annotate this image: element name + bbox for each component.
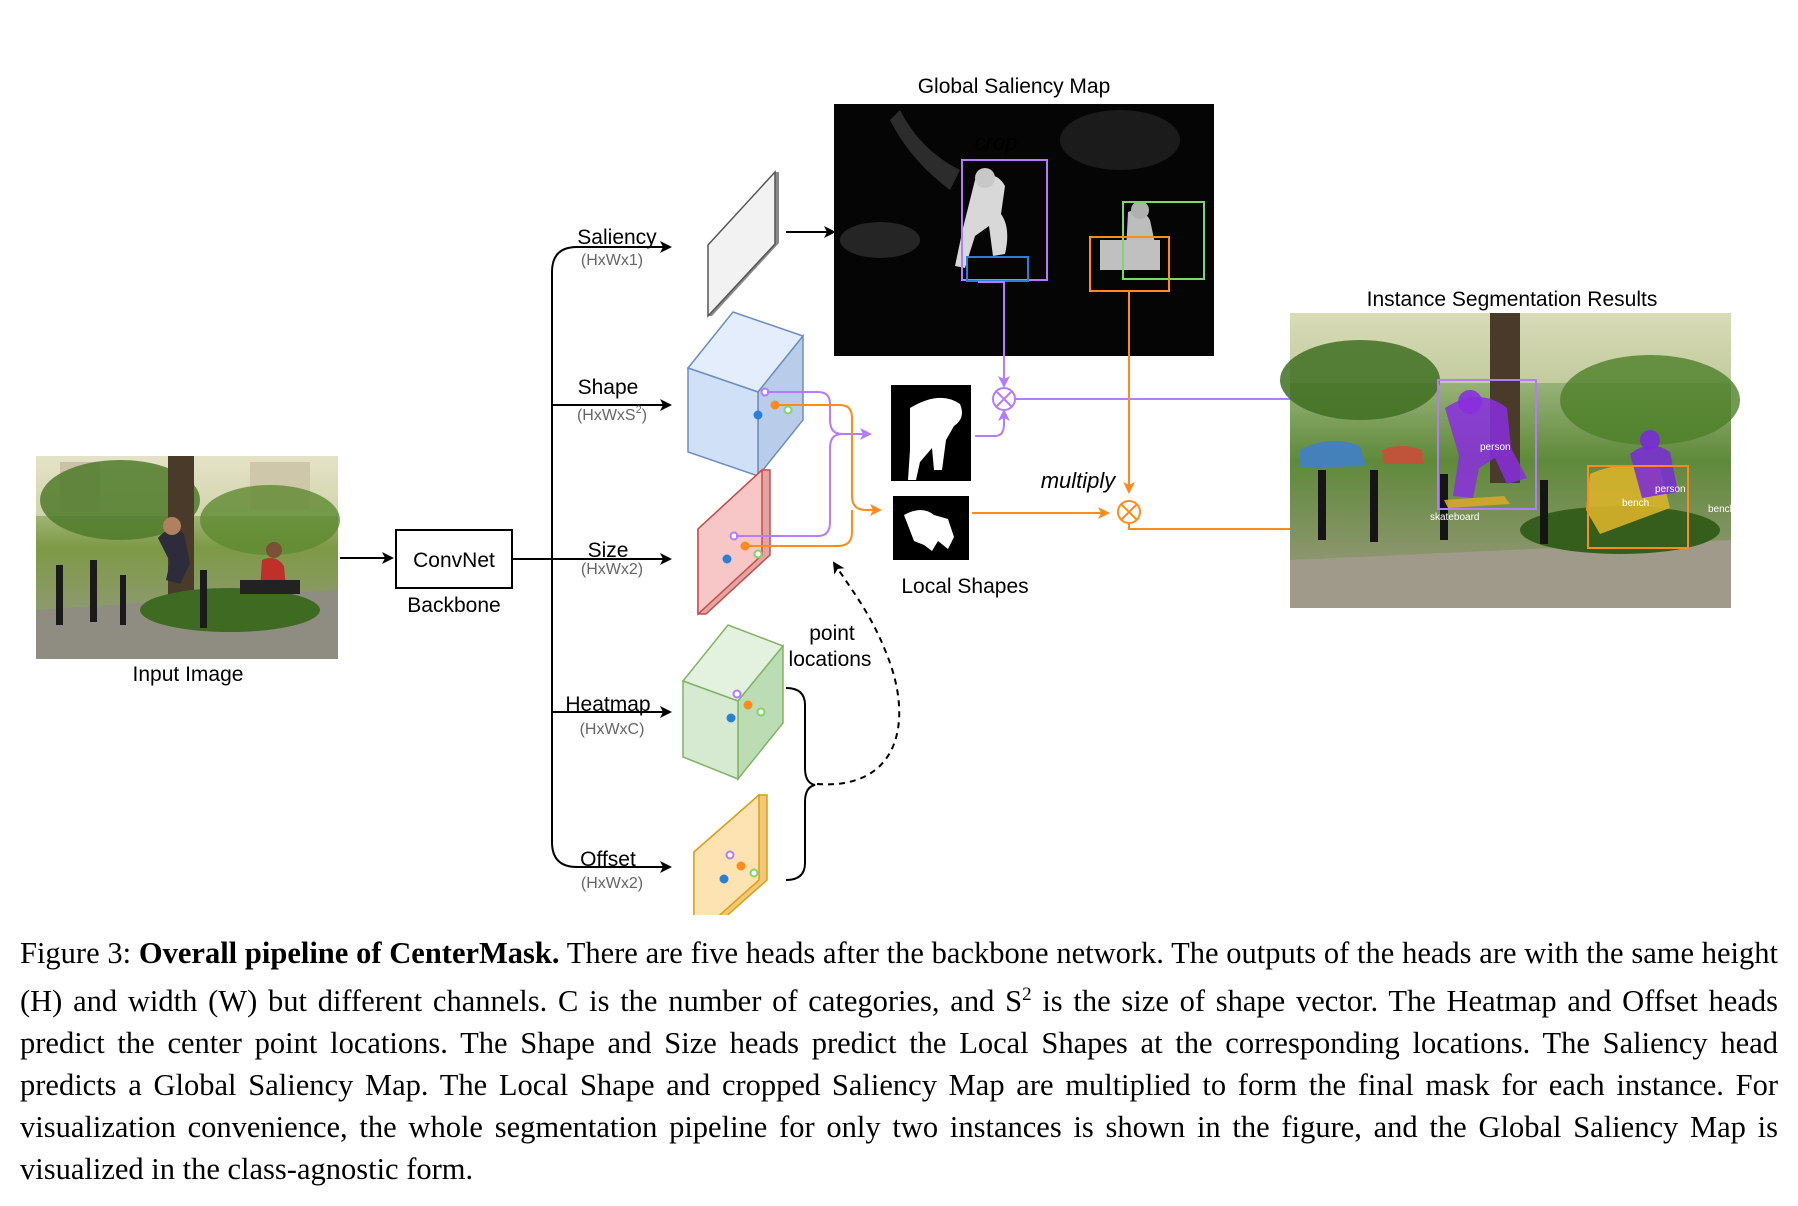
- size-head-dims: (HxWx2): [581, 561, 643, 578]
- point-markers: [719, 387, 793, 884]
- result-tag-bench-1: bench: [1622, 498, 1649, 509]
- multiply-label: multiply: [1041, 468, 1118, 493]
- multiply-symbol-orange: [1117, 500, 1141, 524]
- point-locations-label-1: point: [809, 622, 855, 645]
- saliency-head-label: Saliency: [577, 226, 657, 249]
- shape-head-label: Shape: [578, 376, 639, 399]
- result-tag-person-1: person: [1480, 442, 1511, 453]
- result-tag-bench-2: bench: [1708, 504, 1735, 515]
- result-box-orange: [1587, 465, 1689, 549]
- input-image-label: Input Image: [133, 663, 244, 686]
- caption-text-2: is the size of shape vector. The Heatmap…: [20, 984, 1779, 1187]
- offset-head-dims: (HxWx2): [581, 875, 643, 892]
- heatmap-head-dims: (HxWxC): [580, 721, 645, 738]
- crop-label: crop: [975, 130, 1018, 155]
- backbone-label: Backbone: [407, 594, 500, 617]
- heatmap-output-cube: [681, 624, 785, 782]
- saliency-output-plane: [707, 170, 779, 318]
- caption-superscript: 2: [1022, 984, 1032, 1005]
- figure-caption: Figure 3: Overall pipeline of CenterMask…: [20, 932, 1778, 1190]
- heatmap-head-label: Heatmap: [565, 693, 650, 716]
- results-title: Instance Segmentation Results: [1367, 288, 1658, 311]
- point-locations-arrow: [816, 561, 901, 786]
- size-head-label: Size: [588, 539, 629, 562]
- size-output-plane: [697, 468, 771, 616]
- global-saliency-title: Global Saliency Map: [918, 75, 1111, 98]
- shape-output-cube: [686, 311, 805, 479]
- caption-prefix: Figure 3:: [20, 936, 139, 970]
- result-box-purple: [1437, 379, 1537, 510]
- result-tag-skateboard: skateboard: [1430, 512, 1479, 523]
- convnet-label: ConvNet: [413, 549, 495, 572]
- caption-text-1: There are five heads after the backbone …: [20, 936, 1779, 1019]
- saliency-head-dims: (HxWx1): [581, 252, 643, 269]
- shape-head-dims: (HxWxS2): [577, 404, 647, 424]
- offset-head-label: Offset: [580, 848, 636, 871]
- point-locations-label-2: locations: [789, 648, 872, 671]
- head-branches: [512, 241, 672, 873]
- multiply-symbol-purple: [992, 387, 1016, 411]
- caption-bold-title: Overall pipeline of CenterMask.: [138, 936, 560, 970]
- local-shape-1: [891, 385, 971, 481]
- local-shape-2: [893, 496, 969, 560]
- local-shapes-label: Local Shapes: [901, 575, 1028, 598]
- pipeline-figure: Input Image ConvNet Backbone Saliency (H…: [36, 75, 1740, 915]
- crop-box-green: [1122, 201, 1205, 280]
- input-image: [36, 456, 340, 659]
- segmentation-result-image: [1280, 313, 1740, 608]
- result-tag-person-2: person: [1655, 484, 1686, 495]
- global-saliency-map: [834, 104, 1214, 356]
- head-labels: Saliency (HxWx1) Shape (HxWxS2) Size (Hx…: [565, 226, 657, 892]
- heatmap-offset-brace: [785, 687, 816, 881]
